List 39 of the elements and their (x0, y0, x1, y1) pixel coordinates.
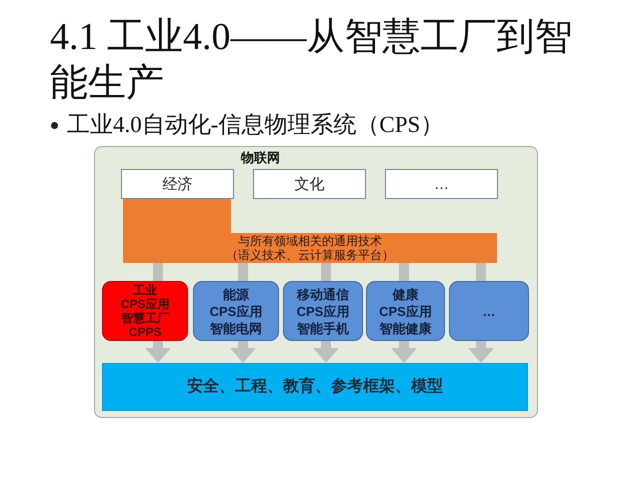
band-text: （语义技术、云计算服务平台） (226, 248, 394, 262)
slide-title: 4.1 工业4.0——从智慧工厂到智能生产 (50, 15, 574, 106)
foundation-band: 安全、工程、教育、参考框架、模型 (102, 363, 528, 411)
application-card (366, 281, 445, 341)
category-box: 文化 (253, 169, 366, 199)
card-text: 工业 (133, 283, 157, 297)
panel-heading: 物联网 (241, 149, 280, 166)
technology-band (123, 199, 497, 263)
card-text: 智能电网 (210, 320, 262, 336)
arrow (468, 341, 494, 363)
connector-line (153, 263, 163, 281)
arrow (145, 341, 171, 363)
application-card: … (449, 281, 529, 341)
band-text: 与所有领域相关的通用技术 (238, 234, 382, 248)
connector-line (399, 263, 409, 281)
card-text: 智能健康 (380, 320, 432, 336)
arrow (391, 341, 417, 363)
application-card (283, 281, 363, 341)
group-panel (94, 146, 538, 418)
arrow (313, 341, 339, 363)
category-box: 经济 (121, 169, 234, 199)
card-text: CPS应用 (379, 302, 432, 320)
connector-line (476, 263, 486, 281)
card-text: 健康 (392, 286, 418, 302)
bullet-text: 工业4.0自动化-信息物理系统（CPS） (67, 111, 444, 139)
application-card (102, 281, 188, 341)
card-text: CPS应用 (296, 302, 350, 320)
application-card (193, 281, 279, 341)
card-text: 智慧工厂 (121, 311, 169, 325)
card-text: 智能手机 (297, 320, 349, 336)
card-text: CPS应用 (120, 297, 170, 311)
card-text: CPPS (128, 325, 162, 339)
card-text: 移动通信 (297, 286, 349, 302)
connector-line (321, 263, 331, 281)
card-text: CPS应用 (210, 302, 262, 320)
connector-line (238, 263, 248, 281)
card-text: 能源 (223, 286, 249, 302)
category-box: … (385, 169, 498, 199)
arrow (230, 341, 256, 363)
